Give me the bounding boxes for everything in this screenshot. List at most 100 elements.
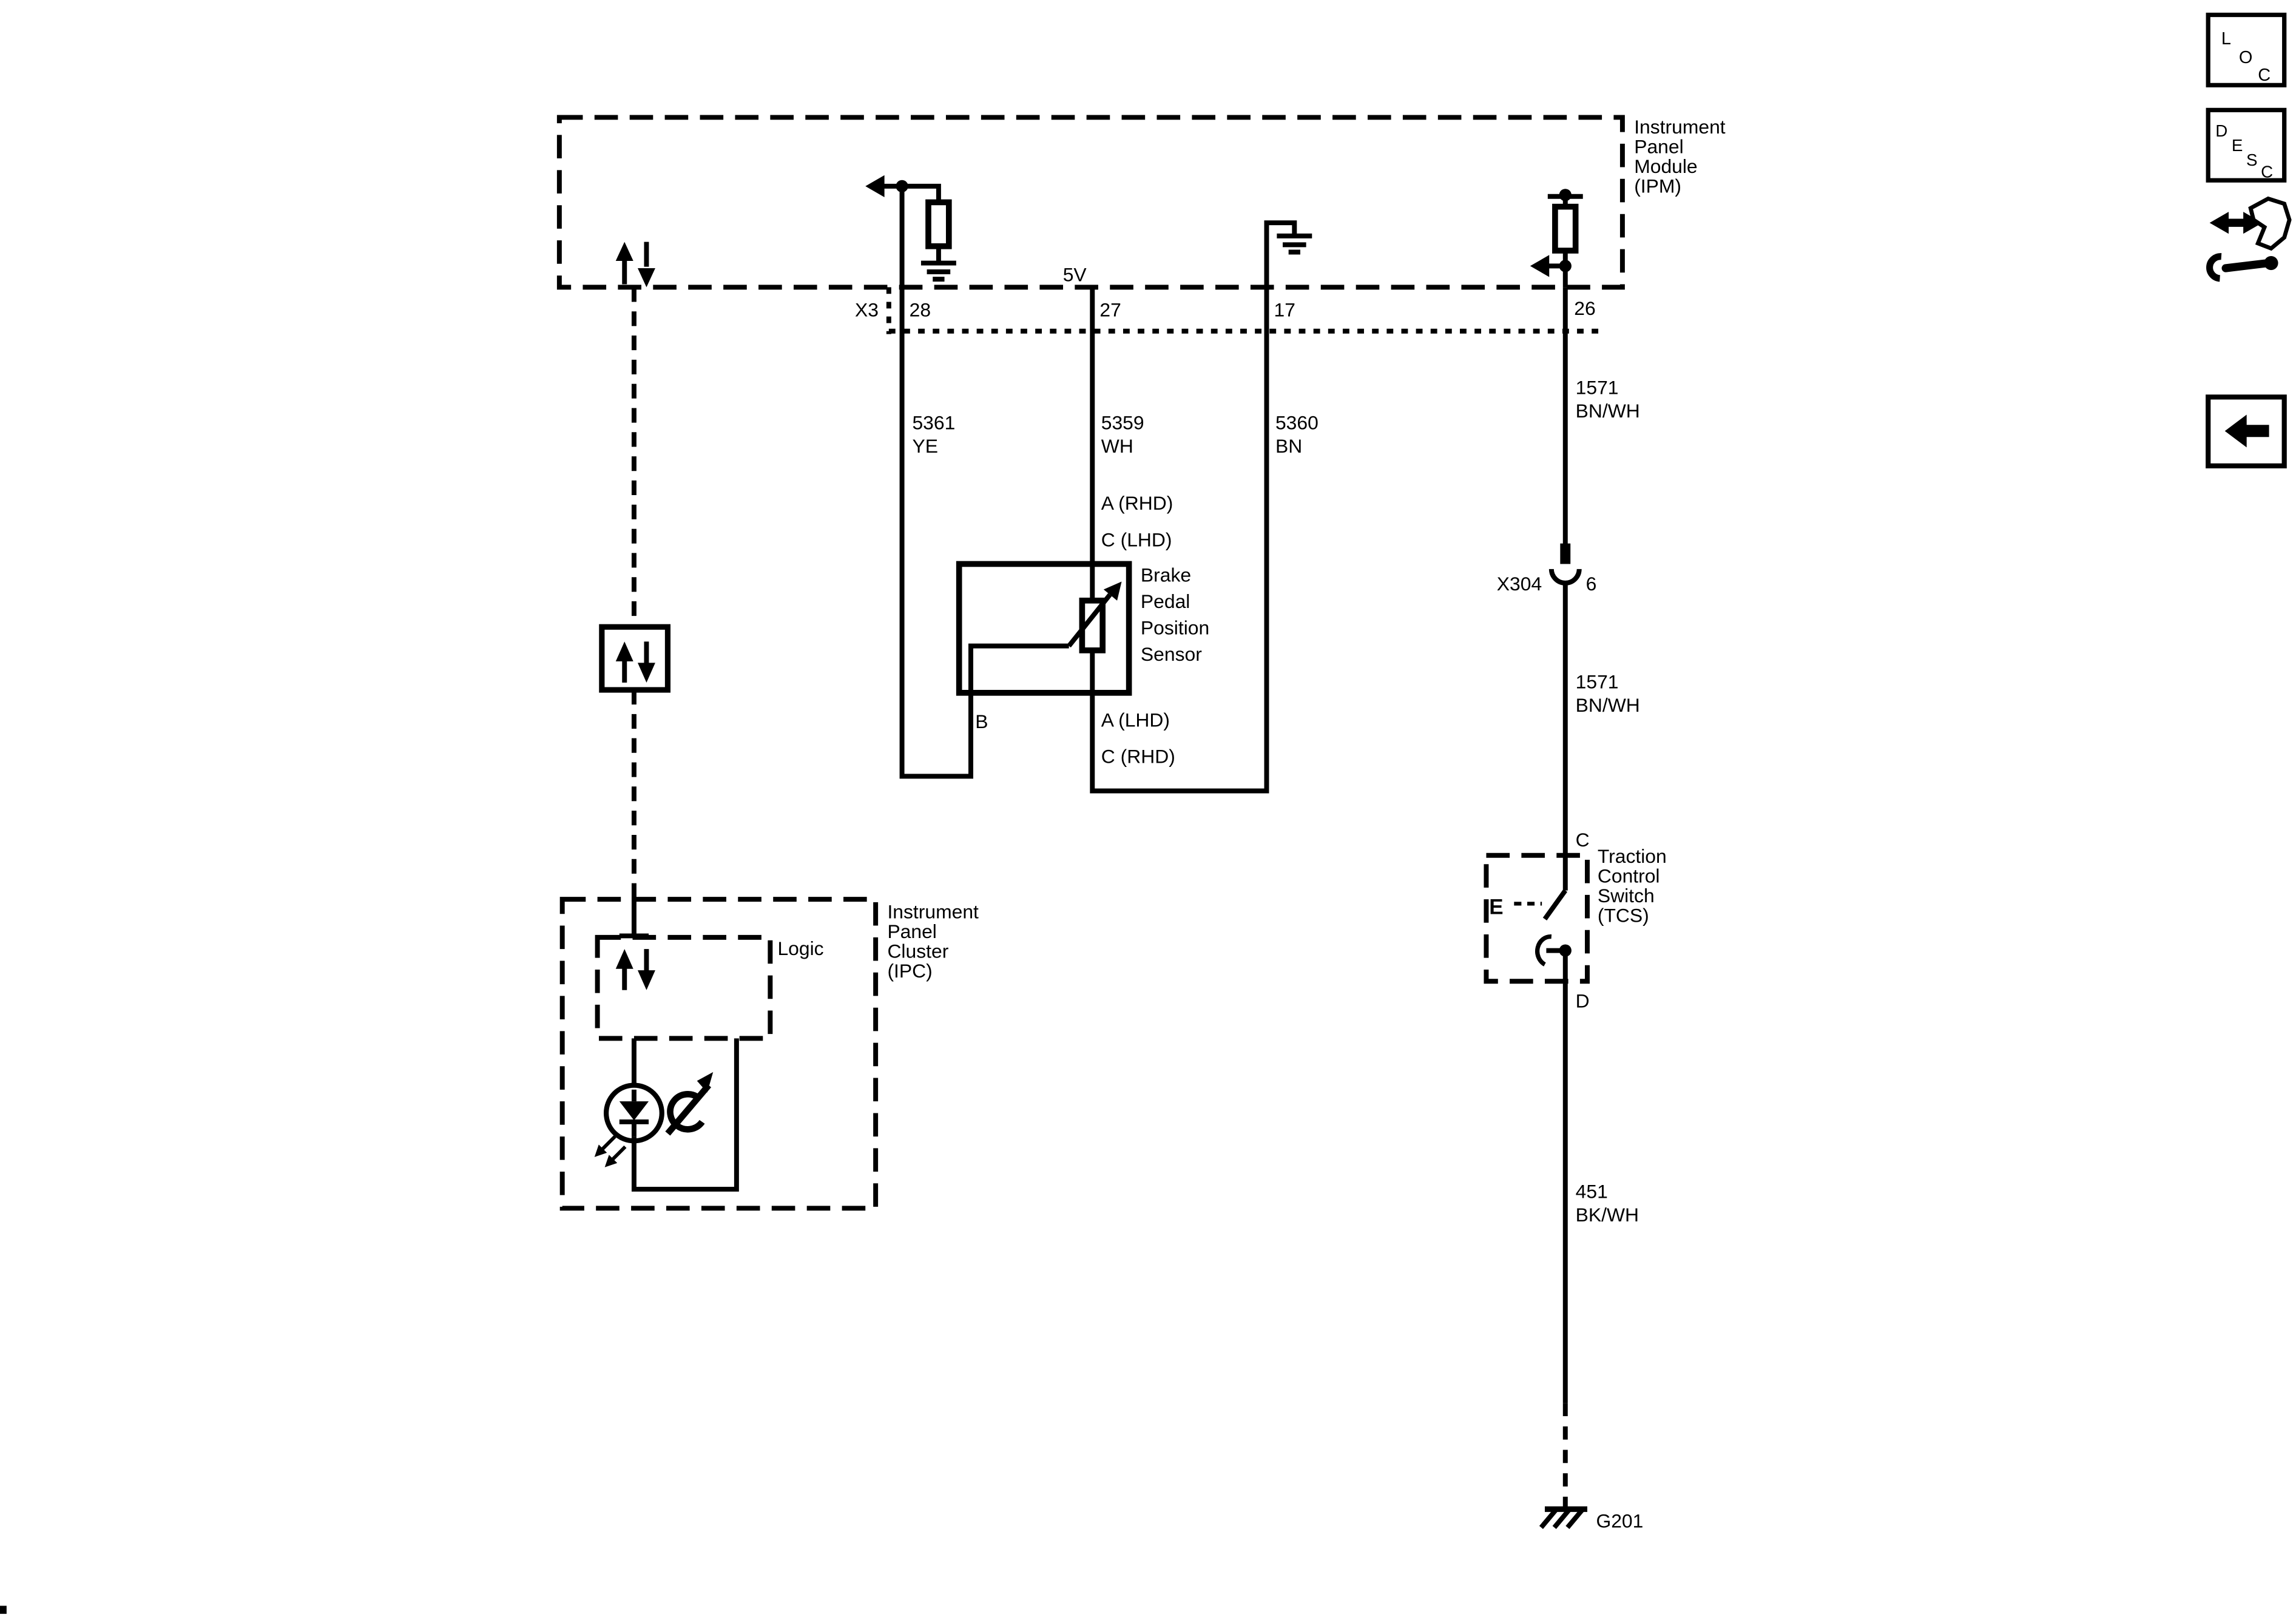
ground-hatch3 bbox=[1565, 1507, 1585, 1529]
left-arrow-icon bbox=[865, 175, 885, 197]
junction-dot bbox=[1559, 189, 1572, 201]
desc-letter-c: C bbox=[2261, 162, 2273, 181]
ipm-box bbox=[556, 115, 1625, 290]
ipm-label-line4: (IPM) bbox=[1634, 175, 1681, 197]
tcs-label-line1: Traction bbox=[1598, 845, 1667, 867]
wrench-jaw bbox=[2206, 253, 2222, 282]
down-arrow-head bbox=[637, 970, 655, 990]
loc-box[interactable] bbox=[2206, 12, 2287, 87]
x304-pin-label: 6 bbox=[1586, 573, 1597, 595]
bpps-pin-c-top-label: C (LHD) bbox=[1101, 529, 1172, 551]
ipc-label-line4: (IPC) bbox=[887, 960, 932, 982]
wire-1571-lower-circuit: 1571 bbox=[1576, 671, 1619, 693]
tcs-branch: 1571 BN/WH X304 6 1571 BN/WH C D E Tract… bbox=[1484, 287, 1667, 1531]
g201-label: G201 bbox=[1596, 1510, 1643, 1531]
indicator-slash bbox=[665, 1083, 712, 1136]
wire-451-circuit: 451 bbox=[1576, 1180, 1608, 1202]
switch-blade bbox=[1542, 889, 1568, 921]
tcs-switch: C D E Traction Control Switch (TCS) bbox=[1484, 829, 1667, 1012]
panel-outline-shape bbox=[2248, 196, 2292, 251]
bpps-label-line2: Pedal bbox=[1141, 590, 1190, 612]
ipc-label-line2: Panel bbox=[887, 920, 936, 942]
indicator-led-circuit bbox=[594, 1038, 739, 1192]
toolbar: L O C D E S C bbox=[2206, 12, 2292, 468]
led-return-wire bbox=[631, 1038, 739, 1192]
wire-5359-5360 bbox=[1090, 287, 1269, 794]
desc-letter-d: D bbox=[2215, 121, 2227, 140]
wire-5361 bbox=[899, 287, 1069, 779]
led-emission-arrows-icon bbox=[594, 1135, 627, 1167]
sensor-wiring: 5361 YE 5359 WH 5360 BN bbox=[899, 287, 1319, 794]
loc-letter-l: L bbox=[2221, 29, 2231, 49]
connector-square bbox=[599, 624, 671, 693]
resistor-icon bbox=[925, 199, 952, 249]
wrench-body bbox=[2221, 258, 2272, 272]
serial-data-arrows-icon-logic bbox=[615, 949, 655, 990]
double-arrow-right-head bbox=[2243, 212, 2263, 234]
ipm-pin26-circuit bbox=[1530, 189, 1583, 288]
tcs-label-line2: Control bbox=[1598, 865, 1660, 886]
indicator-flag bbox=[697, 1072, 714, 1093]
wrench-icon bbox=[2206, 253, 2278, 282]
up-arrow-head bbox=[615, 241, 633, 261]
ground-hatch2 bbox=[1552, 1507, 1572, 1529]
back-button[interactable] bbox=[2206, 394, 2287, 468]
loc-button[interactable]: L O C bbox=[2206, 12, 2287, 87]
down-arrow-head bbox=[637, 268, 655, 288]
led-diode-triangle bbox=[619, 1101, 649, 1121]
ipc-branch: Instrument Panel Cluster (IPC) Logic bbox=[559, 287, 979, 1211]
ground-hatch1 bbox=[1539, 1507, 1559, 1529]
wire-5359-color: WH bbox=[1101, 435, 1133, 457]
logic-box bbox=[595, 934, 773, 1041]
emission-head1 bbox=[594, 1144, 607, 1157]
momentary-contact-hook bbox=[1535, 934, 1552, 967]
bpps-pin-b-label: B bbox=[975, 711, 988, 732]
female-terminal-cup bbox=[1548, 569, 1582, 586]
serial-data-arrows-icon-ipm bbox=[615, 241, 655, 288]
ipc-box bbox=[559, 897, 879, 1211]
bpps-box bbox=[956, 561, 1132, 696]
tcs-label-line4: (TCS) bbox=[1598, 905, 1649, 927]
ground-icon-pin17 bbox=[1277, 233, 1312, 255]
x3-connector-row: X3 28 27 17 26 5V bbox=[855, 264, 1607, 334]
desc-letter-s: S bbox=[2246, 150, 2258, 169]
bpps-pin-c-bottom-label: C (RHD) bbox=[1101, 746, 1175, 768]
tcs-pin-d-label: D bbox=[1576, 990, 1590, 1012]
serial-data-connector-box bbox=[599, 624, 671, 693]
wire-451-color: BK/WH bbox=[1576, 1204, 1639, 1226]
ipm-pin17-circuit bbox=[1264, 220, 1312, 288]
pin17-internal-wire bbox=[1264, 220, 1297, 288]
bpps-sensor: A (RHD) C (LHD) B A (LHD) C (RHD) Brake … bbox=[956, 492, 1209, 768]
junction-dot bbox=[896, 180, 908, 192]
tcs-pin-c-label: C bbox=[1576, 829, 1590, 851]
tcs-label-line3: Switch bbox=[1598, 885, 1655, 906]
left-arrow-icon bbox=[1530, 255, 1550, 277]
connector-name-label: X3 bbox=[855, 299, 879, 321]
up-arrow-head bbox=[615, 949, 633, 969]
bpps-pin-a-bottom-label: A (LHD) bbox=[1101, 709, 1170, 731]
wire-5359-circuit: 5359 bbox=[1101, 411, 1144, 433]
loc-letter-c: C bbox=[2258, 66, 2271, 85]
male-terminal bbox=[1560, 543, 1571, 564]
ipm-pin28-circuit bbox=[865, 175, 956, 288]
emission-head2 bbox=[604, 1155, 618, 1167]
ground-icon-pin28 bbox=[920, 260, 956, 282]
ipm-label-line1: Instrument bbox=[1634, 116, 1726, 138]
ipc-label-line3: Cluster bbox=[887, 940, 948, 962]
wire-5360-color: BN bbox=[1275, 435, 1302, 457]
wire-5361-circuit: 5361 bbox=[912, 411, 955, 433]
wire-5360-circuit: 5360 bbox=[1275, 411, 1319, 433]
desc-button[interactable]: D E S C bbox=[2206, 107, 2287, 183]
bpps-label-line3: Position bbox=[1141, 616, 1209, 638]
wiper-line bbox=[1067, 593, 1112, 648]
desc-box[interactable] bbox=[2206, 107, 2287, 183]
wire-1571-upper-color: BN/WH bbox=[1576, 400, 1640, 422]
bpps-pin-a-top-label: A (RHD) bbox=[1101, 492, 1173, 514]
page-artifact-dot bbox=[0, 1605, 7, 1614]
ipm-label-line2: Panel bbox=[1634, 136, 1683, 158]
repair-instructions-button[interactable] bbox=[2206, 196, 2292, 282]
wire-5361-color: YE bbox=[912, 435, 937, 457]
traction-indicator-icon bbox=[665, 1072, 714, 1136]
